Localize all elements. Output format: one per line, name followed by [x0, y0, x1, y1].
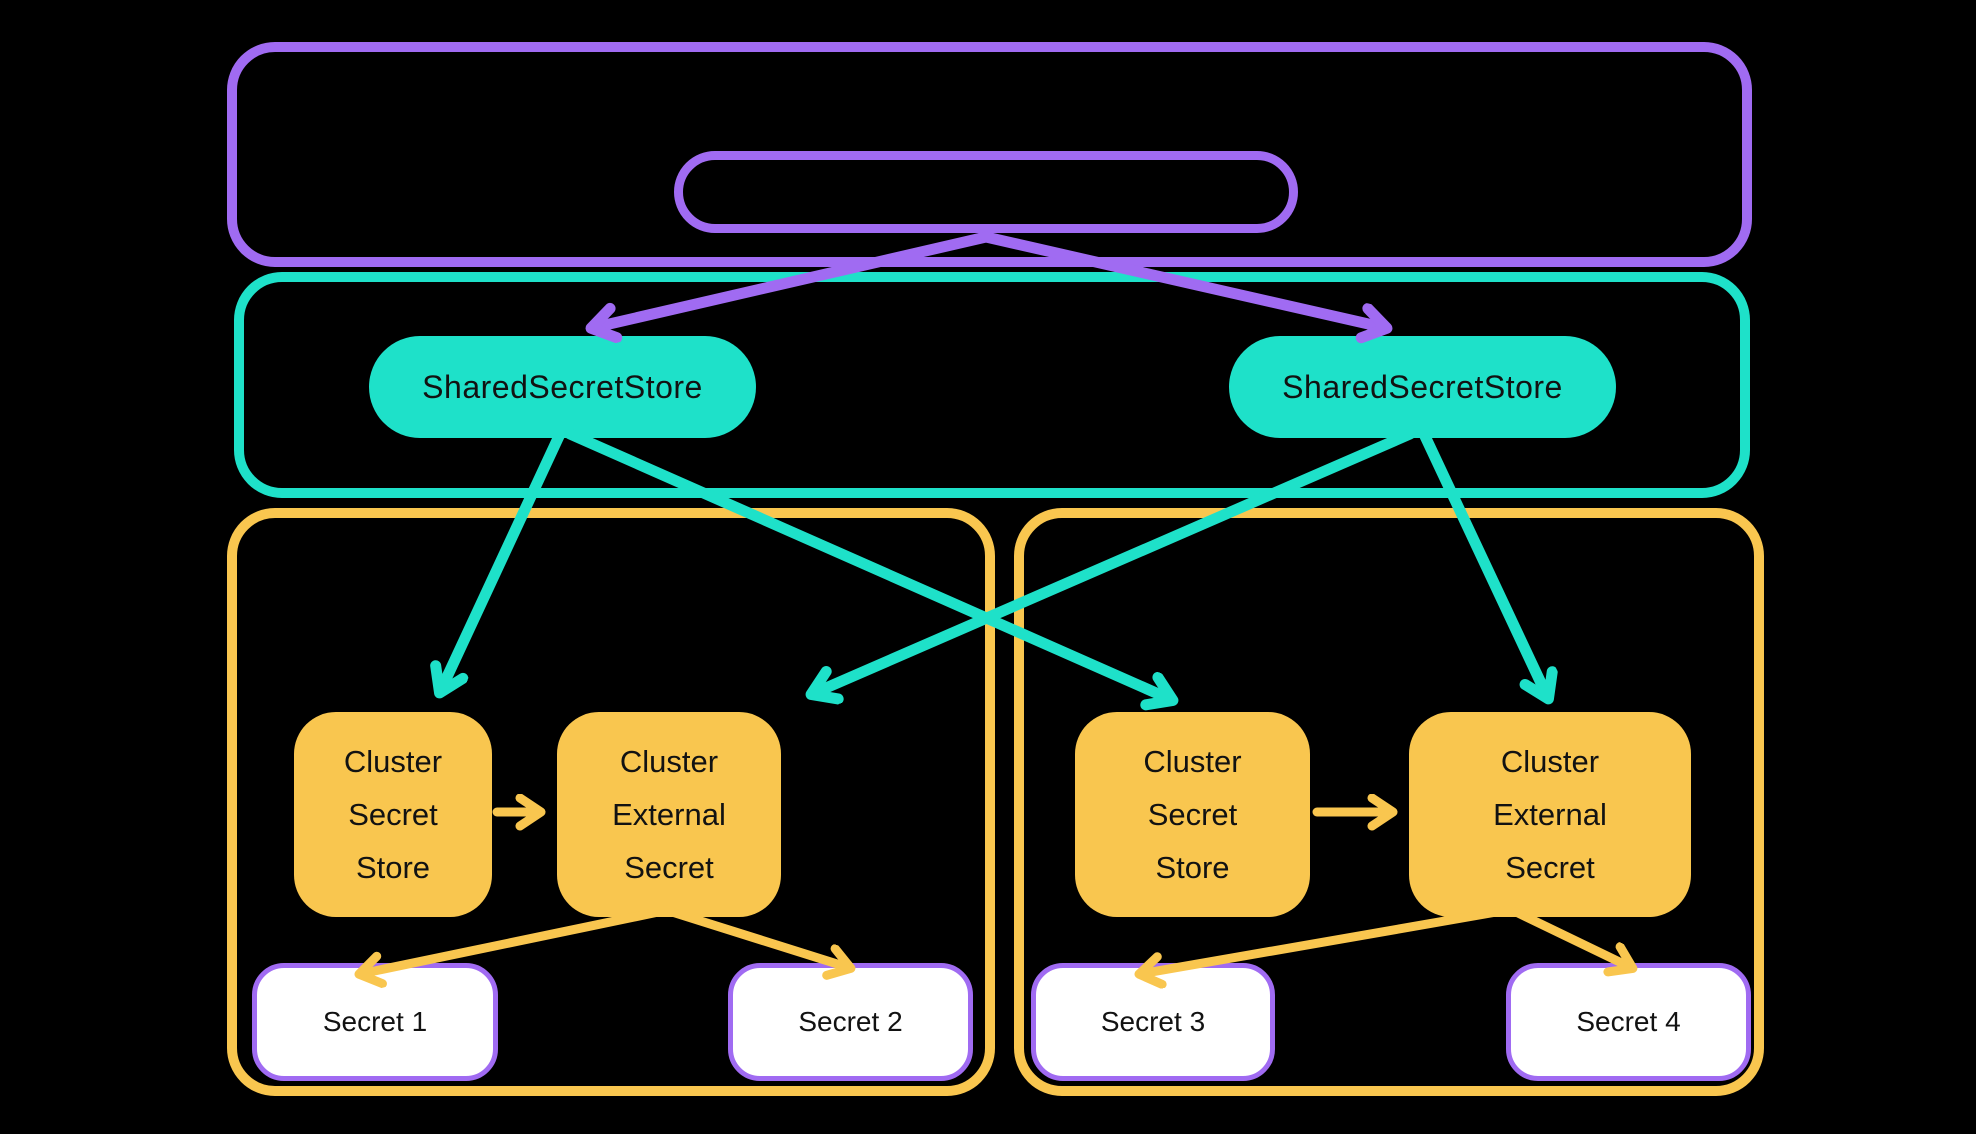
secret-4-node: Secret 4: [1506, 963, 1751, 1081]
cluster-secret-store-label: Cluster Secret Store: [343, 743, 443, 886]
cluster-external-secret-node-right: Cluster External Secret: [1409, 712, 1691, 917]
shared-secret-store-label: SharedSecretStore: [1282, 368, 1563, 405]
secret-label: Secret 3: [1100, 1006, 1206, 1037]
secret-3-node: Secret 3: [1031, 963, 1275, 1081]
secret-label: Secret 2: [798, 1006, 903, 1037]
shared-secret-store-node-left: SharedSecretStore: [369, 336, 756, 438]
secret-2-node: Secret 2: [728, 963, 973, 1081]
shared-secret-store-node-right: SharedSecretStore: [1229, 336, 1616, 438]
secret-label: Secret 1: [322, 1006, 428, 1037]
purple-pill-box: [674, 151, 1298, 233]
cluster-secret-store-node-left: Cluster Secret Store: [294, 712, 492, 917]
cluster-external-secret-label: Cluster External Secret: [1493, 743, 1607, 886]
shared-secret-store-label: SharedSecretStore: [422, 368, 703, 405]
cluster-external-secret-node-left: Cluster External Secret: [557, 712, 781, 917]
cluster-secret-store-label: Cluster Secret Store: [1143, 743, 1242, 886]
secret-label: Secret 4: [1576, 1006, 1681, 1037]
cluster-external-secret-label: Cluster External Secret: [612, 743, 726, 886]
secret-1-node: Secret 1: [252, 963, 498, 1081]
cluster-secret-store-node-right: Cluster Secret Store: [1075, 712, 1310, 917]
